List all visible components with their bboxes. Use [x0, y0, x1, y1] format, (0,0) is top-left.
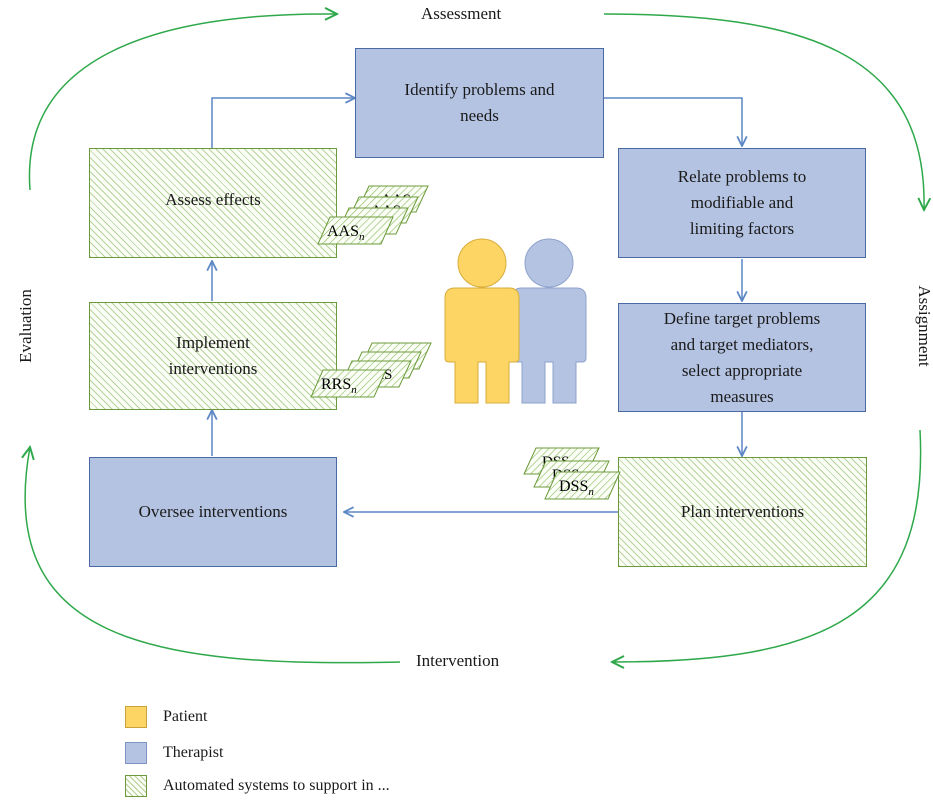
legend-patient-label: Patient	[163, 708, 208, 725]
implement-interventions-box: Implement interventions	[89, 302, 337, 410]
define-target-problems-box: Define target problems and target mediat…	[618, 303, 866, 412]
dss-front-text: DSS	[559, 478, 588, 495]
automated-swatch	[125, 775, 147, 797]
therapist-body	[511, 287, 587, 404]
cycle-arrow-top-left	[28, 14, 337, 191]
relate-problems-box: Relate problems to modifiable and limiti…	[618, 148, 866, 258]
dss-card-front: DSSn	[544, 471, 621, 500]
phase-assessment-label: Assessment	[421, 4, 502, 23]
dss-card-front-label: DSSn	[559, 478, 594, 498]
oversee-interventions-box: Oversee interventions	[89, 457, 337, 567]
aas-card-front: AASn	[317, 216, 394, 245]
patient-swatch	[125, 706, 147, 728]
phase-intervention-label: Intervention	[416, 651, 500, 670]
legend-automated-label: Automated systems to support in ...	[163, 777, 390, 794]
legend-item-automated: Automated systems to support in ...	[125, 775, 390, 797]
legend-item-patient: Patient	[125, 706, 207, 728]
rrs-front-text: RRS	[321, 376, 351, 393]
cycle-arrow-bottom-right	[612, 429, 922, 662]
therapist-head	[524, 238, 574, 288]
legend-therapist-label: Therapist	[163, 744, 224, 761]
plan-interventions-box: Plan interventions	[618, 457, 867, 567]
patient-body	[444, 287, 520, 404]
rrs-card-front: RRSn	[310, 369, 387, 398]
aas-system-stack: AAS AAS AAS AASn	[317, 185, 429, 245]
aas-front-text: AAS	[327, 223, 359, 240]
flow-arrow-assess-to-identify	[211, 98, 355, 148]
identify-problems-box: Identify problems and needs	[355, 48, 604, 158]
rrs-subscript: n	[351, 384, 357, 396]
cycle-arrow-top-right	[603, 13, 924, 210]
aas-card-front-label: AASn	[327, 223, 365, 243]
legend-item-therapist: Therapist	[125, 742, 223, 764]
dss-system-stack: DSS DSS DSSn	[523, 447, 621, 500]
rrs-card-front-label: RRSn	[321, 376, 357, 396]
dss-subscript: n	[588, 486, 594, 498]
patient-figure	[444, 238, 520, 404]
aas-subscript: n	[359, 231, 365, 243]
therapist-swatch	[125, 742, 147, 764]
patient-head	[457, 238, 507, 288]
rrs-system-stack: RRS RRS RRS RRSn	[310, 342, 432, 398]
assess-effects-box: Assess effects	[89, 148, 337, 258]
flow-arrow-identify-to-relate	[604, 97, 742, 146]
therapist-figure	[511, 238, 587, 404]
cycle-arrow-bottom-left	[25, 447, 401, 664]
